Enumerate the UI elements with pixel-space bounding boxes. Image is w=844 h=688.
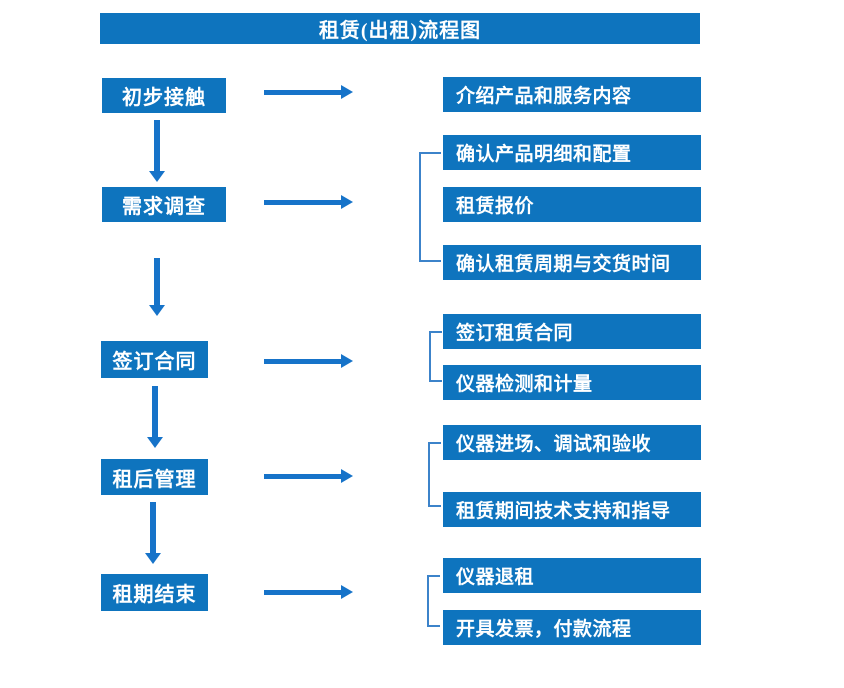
detail-box-confirm-product-details-config: 确认产品明细和配置 — [443, 135, 701, 170]
arrow-shaft — [154, 120, 160, 171]
arrow-head — [341, 85, 353, 99]
arrow-head — [147, 437, 163, 448]
arrow-head — [341, 469, 353, 483]
arrow-head — [145, 553, 161, 564]
down-arrow-icon — [149, 258, 165, 316]
group-bracket-demand-survey — [419, 152, 441, 262]
detail-box-instrument-return: 仪器退租 — [443, 558, 701, 593]
right-arrow-icon — [264, 585, 353, 599]
arrow-shaft — [264, 589, 341, 595]
detail-box-instrument-testing-measurement: 仪器检测和计量 — [443, 365, 701, 400]
arrow-head — [341, 585, 353, 599]
step-box-rental-end: 租期结束 — [101, 574, 208, 611]
group-bracket-post-rental-management — [428, 442, 441, 507]
arrow-shaft — [264, 358, 341, 364]
arrow-shaft — [264, 89, 341, 95]
flowchart-title-bar: 租赁(出租)流程图 — [100, 13, 700, 44]
step-box-demand-survey: 需求调查 — [102, 187, 226, 222]
detail-box-confirm-rental-period-delivery: 确认租赁周期与交货时间 — [443, 245, 701, 280]
detail-box-rental-quotation: 租赁报价 — [443, 187, 701, 222]
detail-box-sign-rental-contract: 签订租赁合同 — [443, 314, 701, 349]
arrow-shaft — [154, 258, 160, 305]
detail-box-instrument-entry-debug-acceptance: 仪器进场、调试和验收 — [443, 425, 701, 460]
arrow-shaft — [150, 502, 156, 553]
right-arrow-icon — [264, 354, 353, 368]
arrow-shaft — [152, 386, 158, 437]
arrow-head — [341, 195, 353, 209]
arrow-head — [149, 171, 165, 182]
right-arrow-icon — [264, 85, 353, 99]
down-arrow-icon — [147, 386, 163, 448]
right-arrow-icon — [264, 195, 353, 209]
step-box-sign-contract: 签订合同 — [101, 341, 208, 378]
step-box-post-rental-management: 租后管理 — [101, 459, 208, 495]
step-box-initial-contact: 初步接触 — [102, 78, 226, 113]
group-bracket-sign-contract — [429, 331, 442, 382]
arrow-head — [149, 305, 165, 316]
right-arrow-icon — [264, 469, 353, 483]
group-bracket-rental-end — [427, 575, 440, 627]
arrow-head — [341, 354, 353, 368]
down-arrow-icon — [145, 502, 161, 564]
detail-box-invoice-payment-process: 开具发票，付款流程 — [443, 610, 701, 645]
arrow-shaft — [264, 199, 341, 205]
detail-box-introduce-products-services: 介绍产品和服务内容 — [443, 77, 701, 112]
down-arrow-icon — [149, 120, 165, 182]
arrow-shaft — [264, 473, 341, 479]
detail-box-technical-support-guidance: 租赁期间技术支持和指导 — [443, 492, 701, 527]
flowchart-title: 租赁(出租)流程图 — [318, 20, 482, 42]
